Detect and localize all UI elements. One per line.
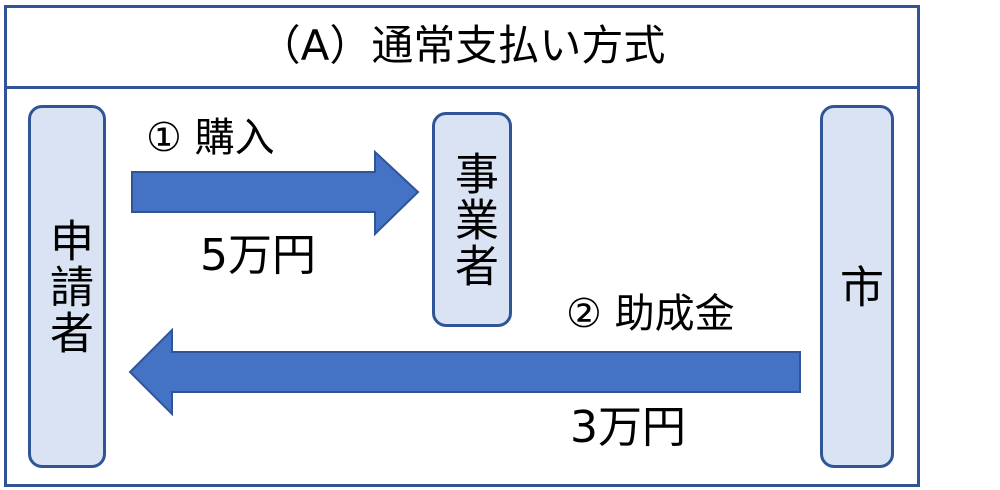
subsidy-amount: 3万円 <box>570 402 686 453</box>
subsidy-step-label: ② 助成金 <box>566 291 735 337</box>
applicant-label: 申請者 <box>42 217 93 356</box>
city-label: 市 <box>832 263 883 310</box>
diagram-frame <box>4 5 920 487</box>
business-label: 事業者 <box>447 150 498 289</box>
header-divider <box>4 86 920 89</box>
applicant-box: 申請者 <box>28 105 106 468</box>
purchase-step-label: ① 購入 <box>146 115 275 161</box>
business-box: 事業者 <box>432 112 512 327</box>
diagram-title: （A）通常支払い方式 <box>258 21 666 70</box>
city-box: 市 <box>820 105 894 468</box>
purchase-arrow <box>131 149 420 237</box>
subsidy-arrow <box>128 327 801 417</box>
purchase-amount: 5万円 <box>200 230 316 281</box>
